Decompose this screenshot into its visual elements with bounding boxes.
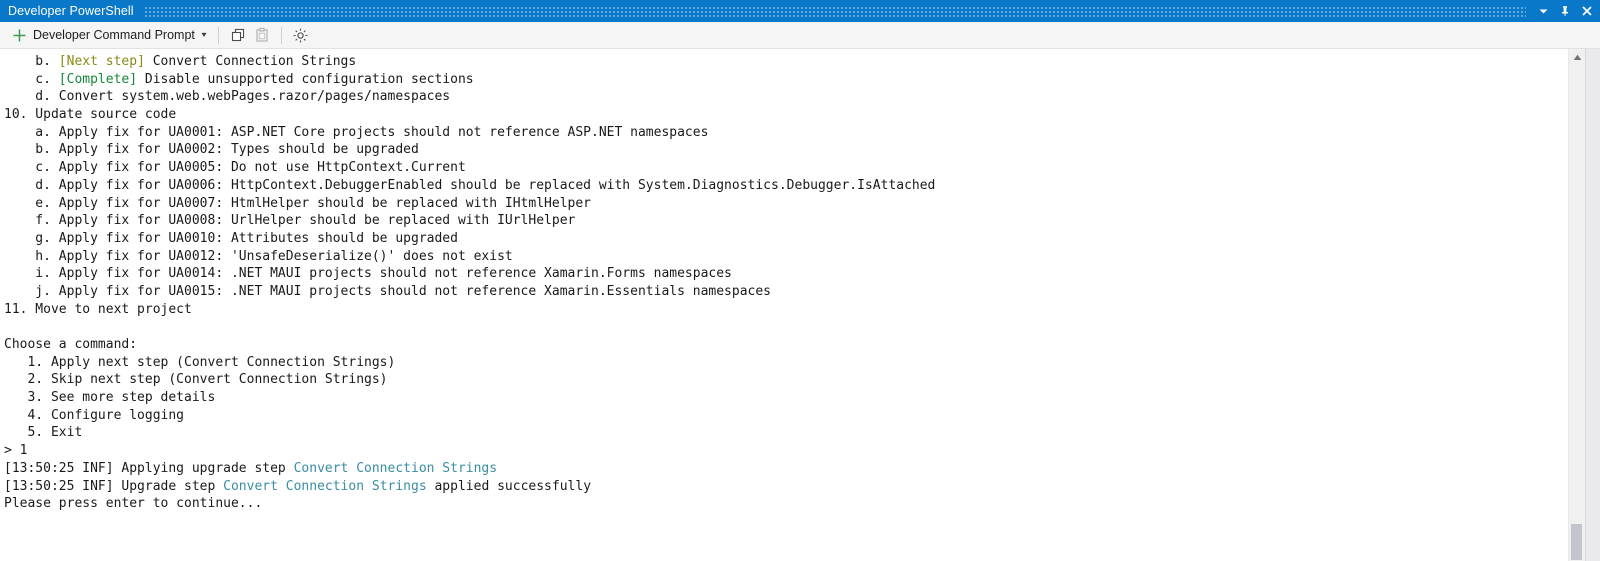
terminal-text: f. Apply fix for UA0008: UrlHelper shoul… [4, 213, 576, 229]
terminal-text: 10. Update source code [4, 107, 177, 123]
terminal-text: applied successfully [426, 478, 592, 494]
terminal-text: > 1 [4, 443, 28, 459]
terminal-text: 1. Apply next step (Convert Connection S… [4, 354, 396, 370]
terminal-text: 5. Exit [4, 425, 83, 441]
chevron-down-icon[interactable] [1532, 1, 1554, 21]
terminal-line: [13:50:25 INF] Applying upgrade step Con… [4, 460, 1568, 478]
terminal-text: b. [4, 54, 59, 69]
terminal-text: [13:50:25 INF] Applying upgrade step [4, 460, 294, 476]
terminal-text: 4. Configure logging [4, 407, 185, 423]
terminal-text: 11. Move to next project [4, 301, 192, 317]
terminal-line: i. Apply fix for UA0014: .NET MAUI proje… [4, 265, 1568, 283]
close-icon[interactable] [1576, 1, 1598, 21]
terminal-area: b. [Next step] Convert Connection String… [0, 49, 1600, 561]
terminal-text: Choose a command: [4, 337, 138, 352]
right-gutter [1585, 49, 1600, 561]
scrollbar-thumb[interactable] [1571, 524, 1582, 560]
profile-dropdown-label: Developer Command Prompt [33, 28, 195, 42]
gear-icon[interactable] [289, 24, 313, 46]
scrollbar-track[interactable] [1569, 65, 1585, 561]
terminal-text: Convert Connection Strings [144, 54, 357, 69]
title-bar-grip [143, 5, 1526, 17]
toolbar-divider-2 [280, 26, 282, 44]
terminal-line: j. Apply fix for UA0015: .NET MAUI proje… [4, 283, 1568, 301]
terminal-text: d. Apply fix for UA0006: HttpContext.Deb… [4, 177, 936, 193]
terminal-line: a. Apply fix for UA0001: ASP.NET Core pr… [4, 124, 1568, 142]
terminal-line: 2. Skip next step (Convert Connection St… [4, 371, 1568, 389]
terminal-text: [Complete] [58, 71, 138, 87]
terminal-text: g. Apply fix for UA0010: Attributes shou… [4, 230, 458, 246]
terminal-line: g. Apply fix for UA0010: Attributes shou… [4, 230, 1568, 248]
title-bar-buttons [1532, 1, 1600, 21]
terminal-text: c. Apply fix for UA0005: Do not use Http… [4, 160, 466, 176]
terminal-line: f. Apply fix for UA0008: UrlHelper shoul… [4, 212, 1568, 230]
terminal-toolbar: Developer Command Prompt ▾ [0, 22, 1600, 49]
terminal-text: c. [4, 71, 59, 87]
terminal-text: 3. See more step details [4, 390, 216, 406]
terminal-output[interactable]: b. [Next step] Convert Connection String… [0, 49, 1568, 561]
terminal-line: b. Apply fix for UA0002: Types should be… [4, 141, 1568, 159]
terminal-text: [Next step] [58, 54, 145, 69]
terminal-text: Convert Connection Strings [223, 478, 427, 494]
toolbar-divider [217, 26, 219, 44]
scroll-up-arrow-icon[interactable] [1569, 49, 1585, 65]
paste-icon[interactable] [250, 24, 274, 46]
pin-icon[interactable] [1554, 1, 1576, 21]
terminal-line: h. Apply fix for UA0012: 'UnsafeDeserial… [4, 248, 1568, 266]
terminal-line: c. Apply fix for UA0005: Do not use Http… [4, 159, 1568, 177]
terminal-line: Please press enter to continue... [4, 495, 1568, 513]
terminal-text: e. Apply fix for UA0007: HtmlHelper shou… [4, 195, 591, 211]
terminal-line: 4. Configure logging [4, 407, 1568, 425]
terminal-text: d. Convert system.web.webPages.razor/pag… [4, 89, 451, 105]
terminal-text: b. Apply fix for UA0002: Types should be… [4, 142, 419, 158]
terminal-line: > 1 [4, 442, 1568, 460]
terminal-text: [13:50:25 INF] Upgrade step [4, 478, 224, 494]
terminal-line: 3. See more step details [4, 389, 1568, 407]
terminal-text: 2. Skip next step (Convert Connection St… [4, 372, 388, 388]
terminal-line: c. [Complete] Disable unsupported config… [4, 71, 1568, 89]
terminal-line: Choose a command: [4, 336, 1568, 354]
terminal-line: [13:50:25 INF] Upgrade step Convert Conn… [4, 478, 1568, 496]
terminal-line: e. Apply fix for UA0007: HtmlHelper shou… [4, 195, 1568, 213]
terminal-line: d. Convert system.web.webPages.razor/pag… [4, 88, 1568, 106]
plus-icon[interactable] [9, 25, 29, 45]
terminal-text: Disable unsupported configuration sectio… [137, 71, 474, 87]
terminal-text: j. Apply fix for UA0015: .NET MAUI proje… [4, 283, 772, 299]
chevron-down-icon: ▾ [201, 30, 207, 39]
terminal-line [4, 318, 1568, 336]
terminal-text: h. Apply fix for UA0012: 'UnsafeDeserial… [4, 248, 513, 264]
terminal-line: 10. Update source code [4, 106, 1568, 124]
terminal-text: a. Apply fix for UA0001: ASP.NET Core pr… [4, 124, 709, 140]
terminal-text: Please press enter to continue... [4, 496, 263, 512]
tool-window-title-bar[interactable]: Developer PowerShell [0, 0, 1600, 22]
profile-dropdown-developer-command-prompt[interactable]: Developer Command Prompt ▾ [29, 26, 211, 44]
copy-icon[interactable] [226, 24, 250, 46]
tool-window-title: Developer PowerShell [8, 4, 134, 18]
terminal-scrollbar[interactable] [1568, 49, 1585, 561]
terminal-line: 11. Move to next project [4, 301, 1568, 319]
terminal-text: i. Apply fix for UA0014: .NET MAUI proje… [4, 266, 732, 282]
terminal-line: b. [Next step] Convert Connection String… [4, 53, 1568, 71]
terminal-line: 1. Apply next step (Convert Connection S… [4, 354, 1568, 372]
terminal-text: Convert Connection Strings [293, 460, 498, 476]
terminal-line: d. Apply fix for UA0006: HttpContext.Deb… [4, 177, 1568, 195]
terminal-line: 5. Exit [4, 424, 1568, 442]
